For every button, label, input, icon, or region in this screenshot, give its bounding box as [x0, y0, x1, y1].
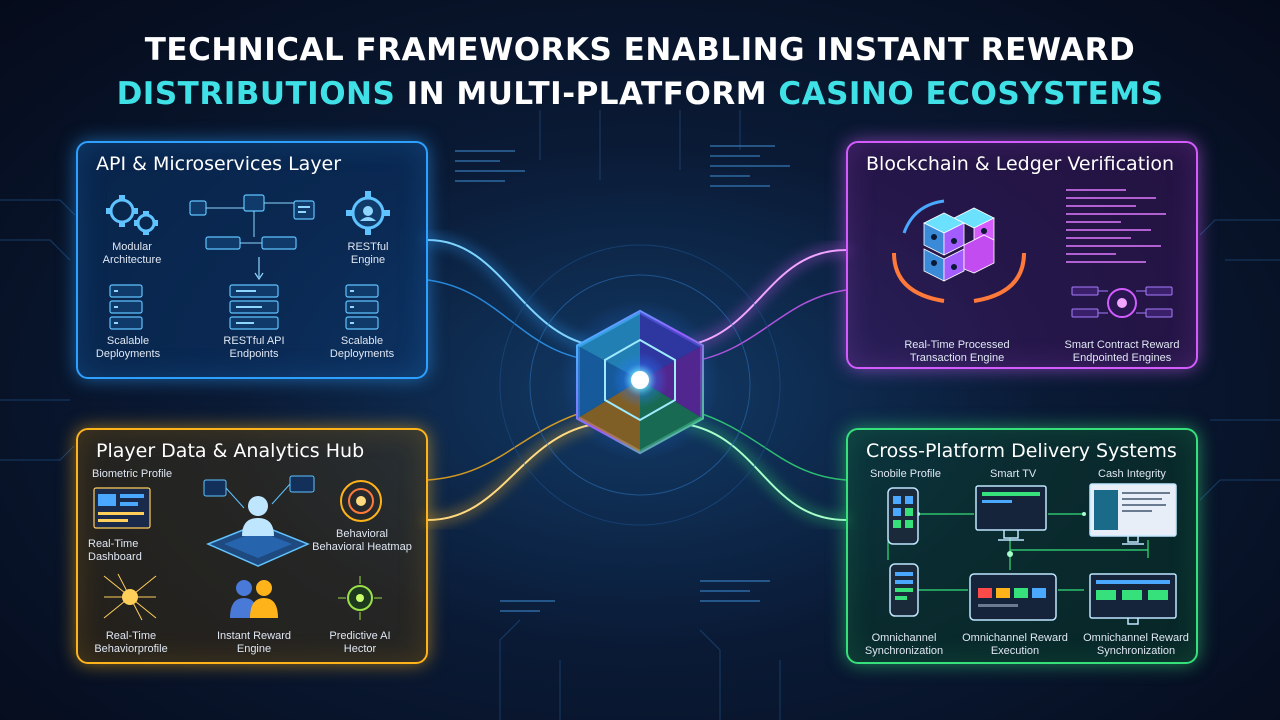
core-rings	[499, 244, 781, 526]
service-flow-diagram	[189, 194, 298, 250]
chain-panel-title: Blockchain & Ledger Verification	[866, 153, 1175, 175]
cross-panel-title: Cross-Platform Delivery Systems	[866, 440, 1177, 462]
dashboard-screen-icon	[93, 487, 151, 529]
mobile-phone-icon	[887, 487, 919, 545]
biometric-profile-label: Biometric Profile	[92, 468, 173, 480]
neural-network-icon	[103, 573, 157, 621]
cross-platform-panel: Cross-Platform Delivery Systems Snobile …	[846, 428, 1198, 664]
behavioral-heatmap-icon	[340, 480, 382, 522]
player-panel-title: Player Data & Analytics Hub	[96, 440, 365, 462]
data-streams	[423, 235, 851, 525]
title-line-1: Technical Frameworks Enabling Instant Re…	[144, 32, 1136, 68]
title-line-2: Distributions in Multi-Platform Casino E…	[0, 72, 1280, 116]
circuit-traces	[0, 110, 1280, 720]
blockchain-cubes-icon	[892, 199, 1026, 303]
arrow-down-icon	[254, 257, 264, 281]
title-highlight-casino: Casino Ecosystems	[778, 76, 1164, 112]
api-panel-title: API & Microservices Layer	[96, 153, 342, 175]
small-card-icon	[293, 200, 315, 220]
smart-tv-icon	[975, 485, 1047, 541]
gears-icon	[106, 195, 158, 235]
player-profile-avatar-icon	[203, 475, 315, 567]
mobile-profile-label: Snobile Profile	[870, 468, 941, 480]
title-middle-text: in Multi-Platform	[406, 76, 768, 112]
engine-gear-icon	[346, 191, 390, 235]
player-analytics-panel: Player Data & Analytics Hub Biometric Pr…	[76, 428, 428, 664]
title-highlight-distributions: Distributions	[116, 76, 396, 112]
server-stack-right-icon	[345, 284, 379, 330]
code-text-blocks	[455, 145, 790, 612]
mobile-phone-2-icon	[889, 563, 919, 617]
api-endpoints-stack-icon	[229, 284, 279, 330]
server-stack-left-icon	[109, 284, 143, 330]
blockchain-ledger-panel: Blockchain & Ledger Verification	[846, 141, 1198, 369]
cash-integrity-label: Cash Integrity	[1098, 468, 1166, 480]
central-core-icon	[560, 300, 720, 460]
page-title: Technical Frameworks Enabling Instant Re…	[0, 28, 1280, 116]
ledger-code-lines	[1066, 189, 1166, 263]
tablet-icon	[969, 573, 1057, 621]
smart-tv-label: Smart TV	[990, 468, 1037, 480]
device-network-diagram	[887, 512, 1149, 591]
desktop-monitor-icon	[1089, 483, 1177, 545]
smart-contract-hub-icon	[1071, 286, 1173, 318]
predictive-ai-icon	[338, 576, 382, 620]
desktop-monitor-2-icon	[1089, 573, 1177, 625]
reward-users-icon	[230, 580, 278, 618]
